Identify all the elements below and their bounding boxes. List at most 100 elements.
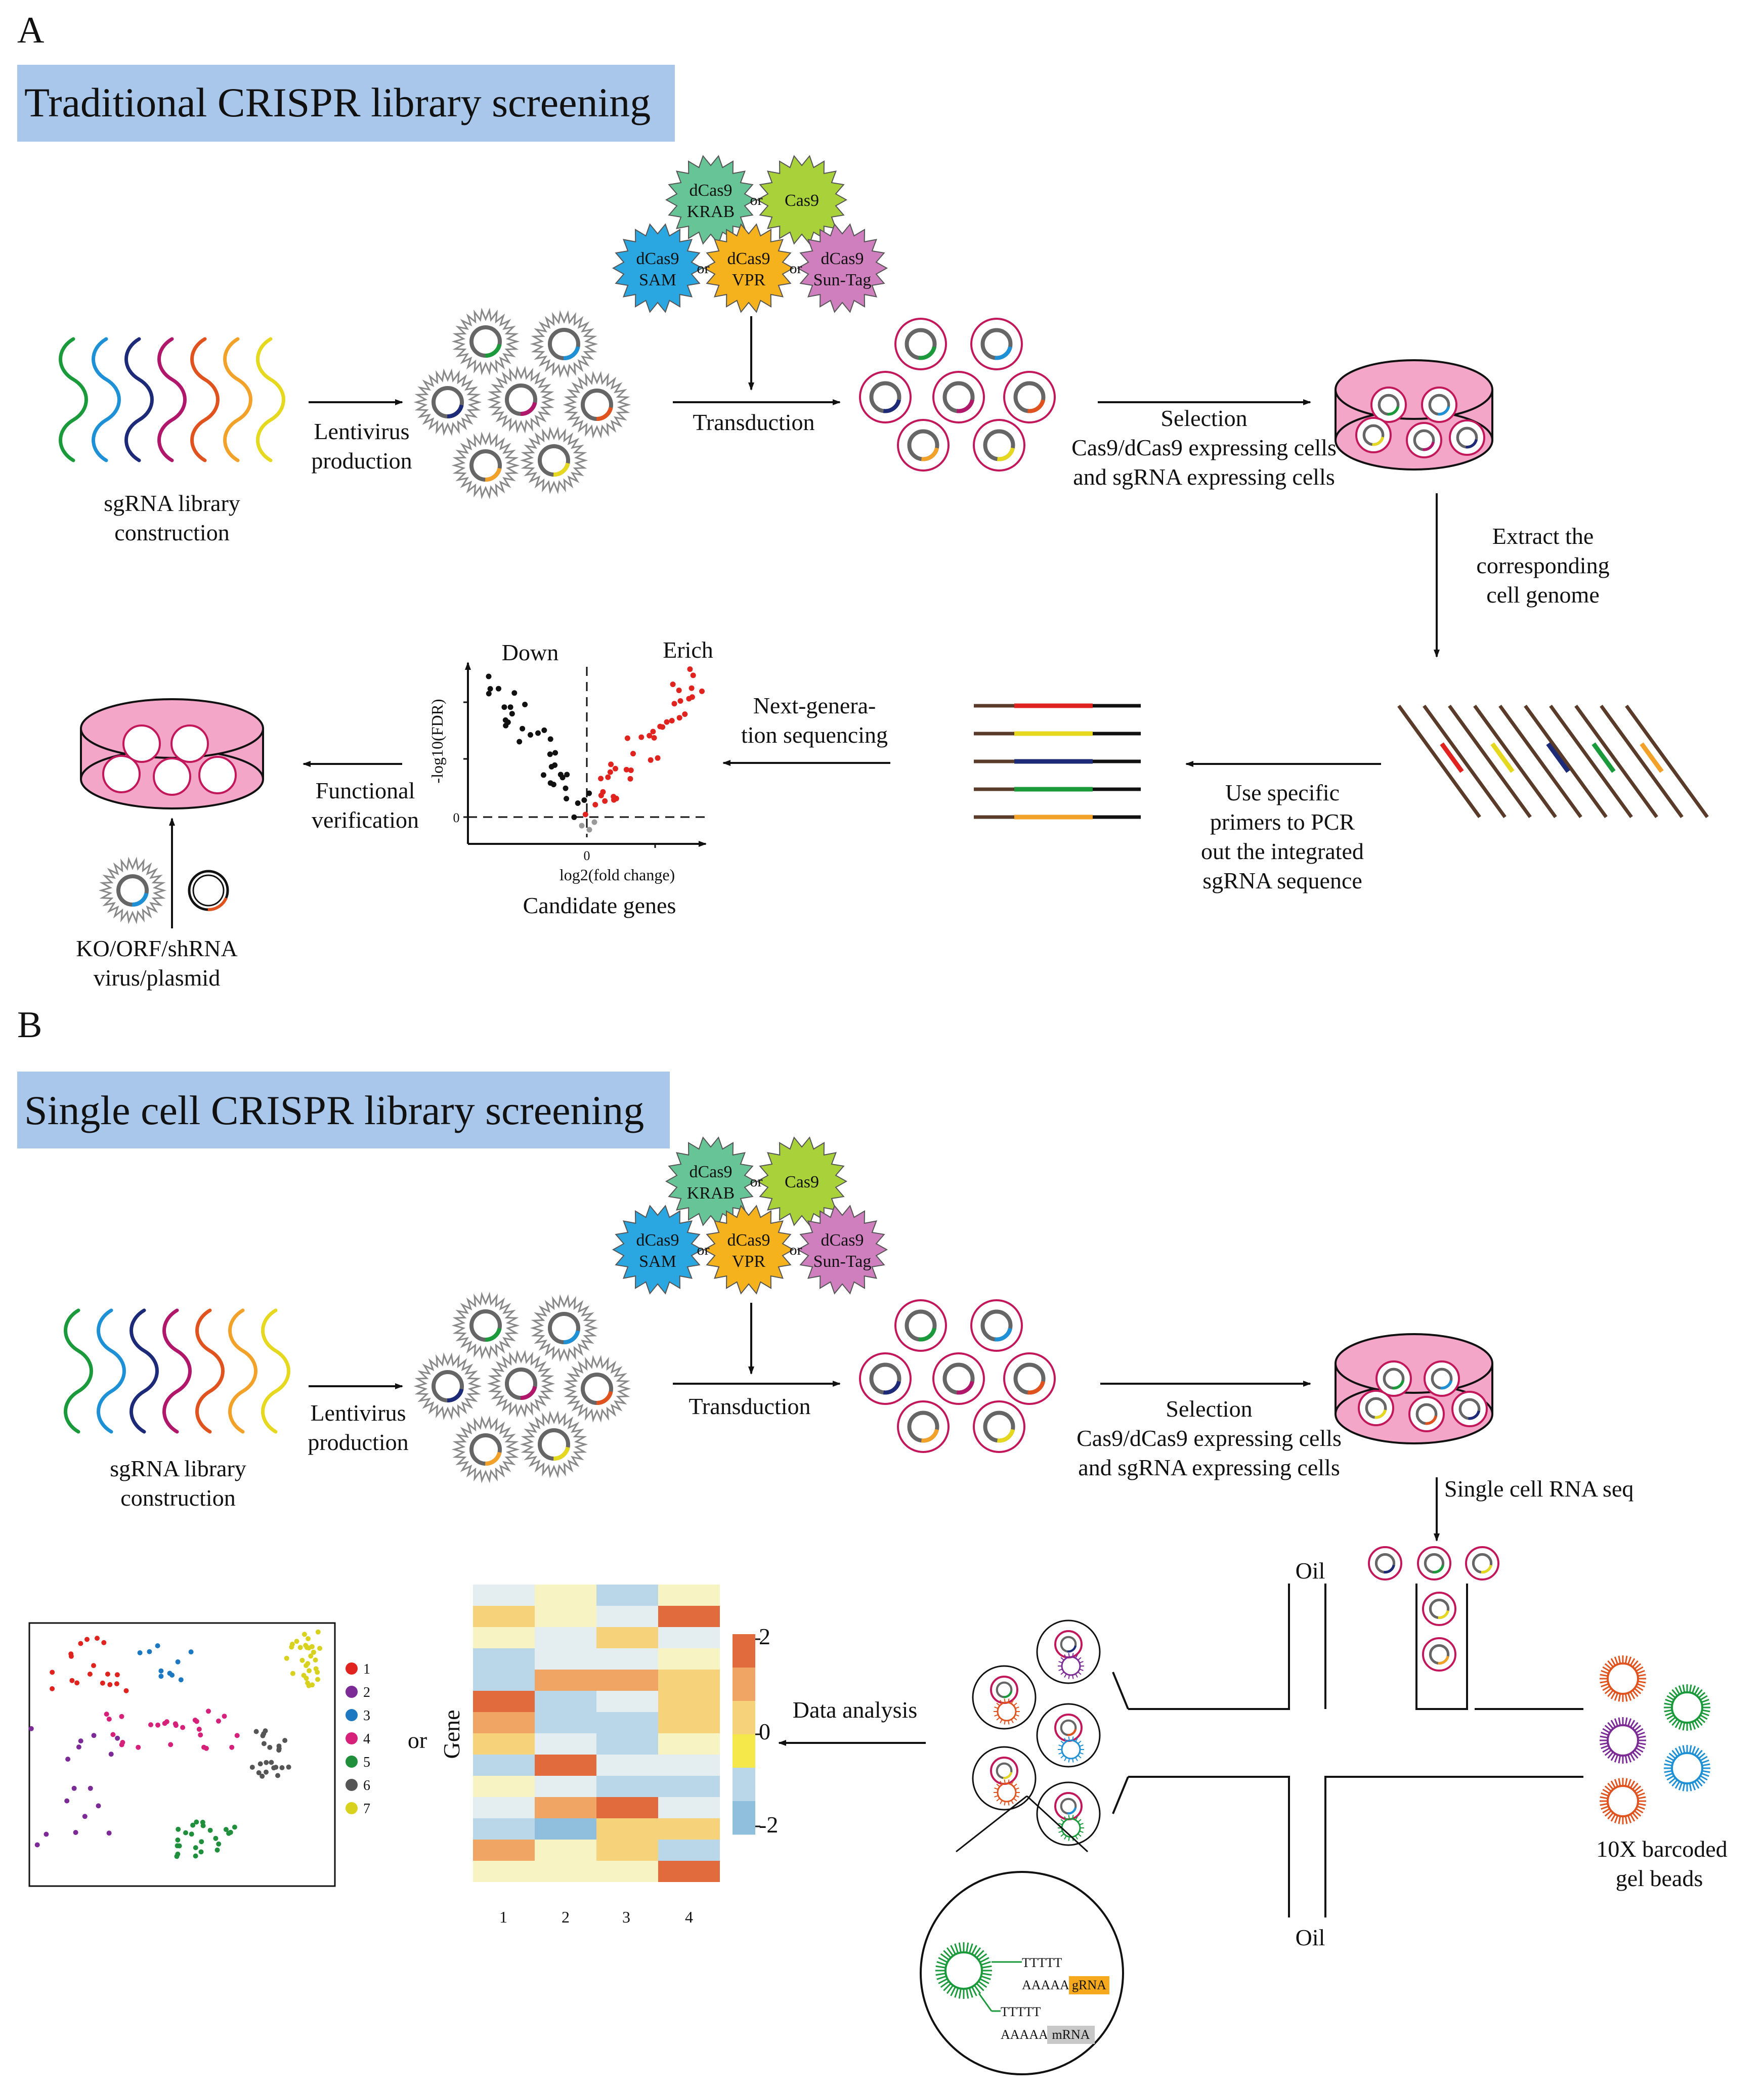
cluster-point [286,1764,291,1770]
heatmap-cell [658,1712,720,1733]
cluster-legend-swatch [346,1662,358,1675]
genome-strand [1549,704,1633,819]
pcr-products [974,703,1141,820]
volcano-point-ns [586,827,592,833]
volcano-point-down [571,814,577,820]
heatmap-cell [596,1627,658,1648]
lentivirus-icon [563,1355,631,1423]
heatmap-cell [535,1606,596,1627]
dcas9-vpr-icon-text: dCas9 [727,1231,770,1250]
cluster-point [315,1670,320,1675]
ko-virus-and-plasmid [98,857,229,924]
volcano-point-up [699,688,705,694]
cluster-point [257,1761,263,1767]
heatmap-cell [535,1818,596,1840]
cluster-point [104,1712,109,1717]
heatmap-cell [596,1712,658,1733]
cluster-point [216,1718,221,1724]
sgrna-library-label-line1: sgRNA library [104,490,240,516]
sgrna-insert [1546,742,1570,773]
sgrna-strand [223,337,252,462]
heatmap-cell [473,1585,535,1606]
sgrna-library-waves-b [64,1308,290,1434]
droplet-zoom [920,1795,1124,2075]
volcano-point-up [624,735,630,741]
sgrna-strand [256,337,285,462]
extract-label-line2: corresponding [1476,552,1609,578]
cas9-variants-cluster: dCas9KRABCas9dCas9SAMdCas9VPRdCas9Sun-Ta… [612,155,888,313]
cell-icon [897,419,950,472]
primers-label-line3: out the integrated [1201,838,1364,864]
volcano-point-down [563,785,569,791]
zoom-aaaa1: AAAAA [1022,1978,1069,1992]
cell-icon [897,1400,950,1453]
cluster-point [87,1672,93,1677]
heatmap-cell [473,1840,535,1861]
sgrna-insert [1490,742,1515,773]
heatmap-cell [658,1776,720,1797]
cluster-point [123,1688,129,1693]
heatmap-cell [596,1648,658,1670]
volcano-point-up [638,734,644,740]
transduction-label: Transduction [693,409,814,435]
genome-strand [1448,704,1532,819]
cell-icon [1451,1391,1488,1427]
cell-icon [1003,371,1056,423]
culture-dish-selected-b [1335,1333,1493,1444]
cluster-point [137,1650,143,1655]
primers-label-line4: sgRNA sequence [1202,868,1362,893]
cluster-point [78,1641,83,1646]
cluster-point [308,1653,314,1659]
dcas9-vpr-icon-text: VPR [732,271,765,289]
panel-b-title: Single cell CRISPR library screening [24,1087,644,1133]
heatmap-scale-mid: 0 [759,1719,770,1744]
droplet [1036,1619,1101,1684]
cluster-point [256,1770,262,1775]
cluster-point [88,1785,93,1791]
oil-top-label: Oil [1296,1558,1325,1584]
heatmap-cell [596,1797,658,1818]
grna-tag [1069,1976,1109,1994]
cluster-legend-swatch [346,1779,358,1791]
cluster-point [44,1831,49,1837]
genome-fragments [1397,704,1709,819]
cluster-point [290,1671,295,1676]
cluster-point [232,1824,237,1830]
cluster-point [101,1640,107,1645]
cluster-point [193,1853,198,1859]
heatmap-cell [473,1776,535,1797]
volcano-point-ns [579,823,585,829]
cluster-point [264,1760,269,1765]
cell-icon [932,1352,985,1405]
ngs-label-line2: tion sequencing [741,722,888,748]
gel-bead-icon [1664,1684,1710,1731]
volcano-point-up [613,765,618,772]
volcano-point-up [605,774,611,780]
heatmap-cell [473,1733,535,1755]
volcano-point-down [509,711,515,717]
volcano-point-down [552,750,558,756]
extract-label-line1: Extract the [1492,523,1594,549]
cluster-legend-swatch [346,1709,358,1721]
heatmap-cell [658,1818,720,1840]
droplet-emulsion [972,1619,1101,1846]
volcano-point-down [507,704,513,710]
cell-icon [1368,1546,1402,1581]
cluster-point [74,1680,80,1686]
heatmap-cell [535,1840,596,1861]
cluster-point [311,1649,316,1655]
volcano-point-up [689,694,695,700]
cluster-legend-label: 1 [363,1661,370,1677]
ko-label-line1: KO/ORF/shRNA [76,935,238,961]
volcano-point-up [682,711,688,717]
cluster-point [214,1847,220,1853]
cas9-icon-text: Cas9 [785,1173,819,1191]
volcano-point-up [628,767,634,773]
heatmap-cell [473,1606,535,1627]
volcano-point-ns [591,819,597,825]
cell-icon [970,318,1023,370]
genome-strand [1397,704,1481,819]
